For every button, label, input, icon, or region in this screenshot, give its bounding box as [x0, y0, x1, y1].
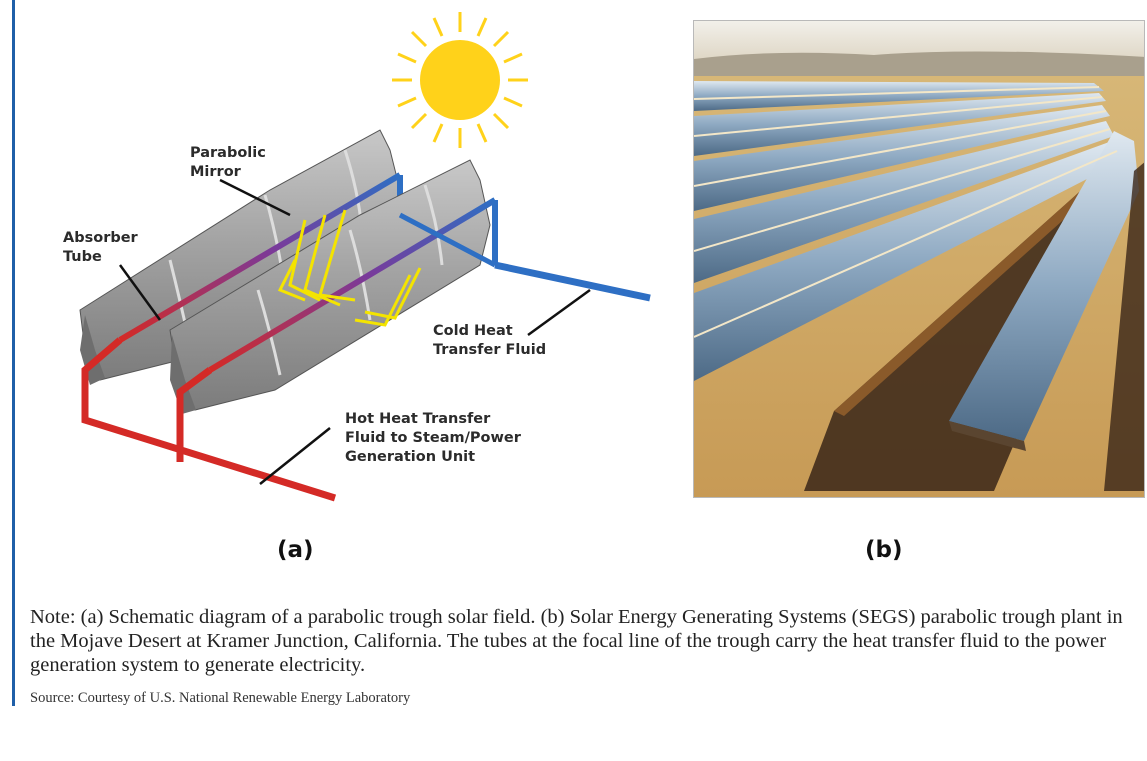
sunlight-ray-arrows	[277, 209, 422, 327]
sun-icon	[392, 12, 528, 148]
hot-heat-transfer-fluid-label: Hot Heat Transfer Fluid to Steam/Power G…	[345, 411, 521, 465]
segs-plant-photo	[693, 20, 1145, 498]
mirror-leader-line	[219, 178, 291, 217]
cold-fluid-leader-line	[527, 288, 591, 337]
absorber-tube-label: Absorber Tube	[63, 230, 138, 265]
panel-b-label: (b)	[865, 537, 903, 563]
absorber-leader-line	[118, 264, 162, 321]
panel-a-label: (a)	[277, 537, 314, 563]
cold-fluid-pipe	[494, 261, 651, 302]
hot-fluid-leader-line	[259, 427, 331, 485]
figure-note: Note: (a) Schematic diagram of a parabol…	[30, 606, 1123, 676]
parabolic-mirror-label: Parabolic Mirror	[190, 145, 266, 180]
cold-heat-transfer-fluid-label: Cold Heat Transfer Fluid	[433, 323, 547, 358]
figure-source: Source: Courtesy of U.S. National Renewa…	[30, 690, 411, 706]
left-accent-rule	[12, 0, 15, 706]
segs-plant-illustration	[694, 21, 1144, 497]
parabolic-trough-diagram	[79, 12, 651, 502]
hot-fluid-pipe	[81, 337, 337, 502]
